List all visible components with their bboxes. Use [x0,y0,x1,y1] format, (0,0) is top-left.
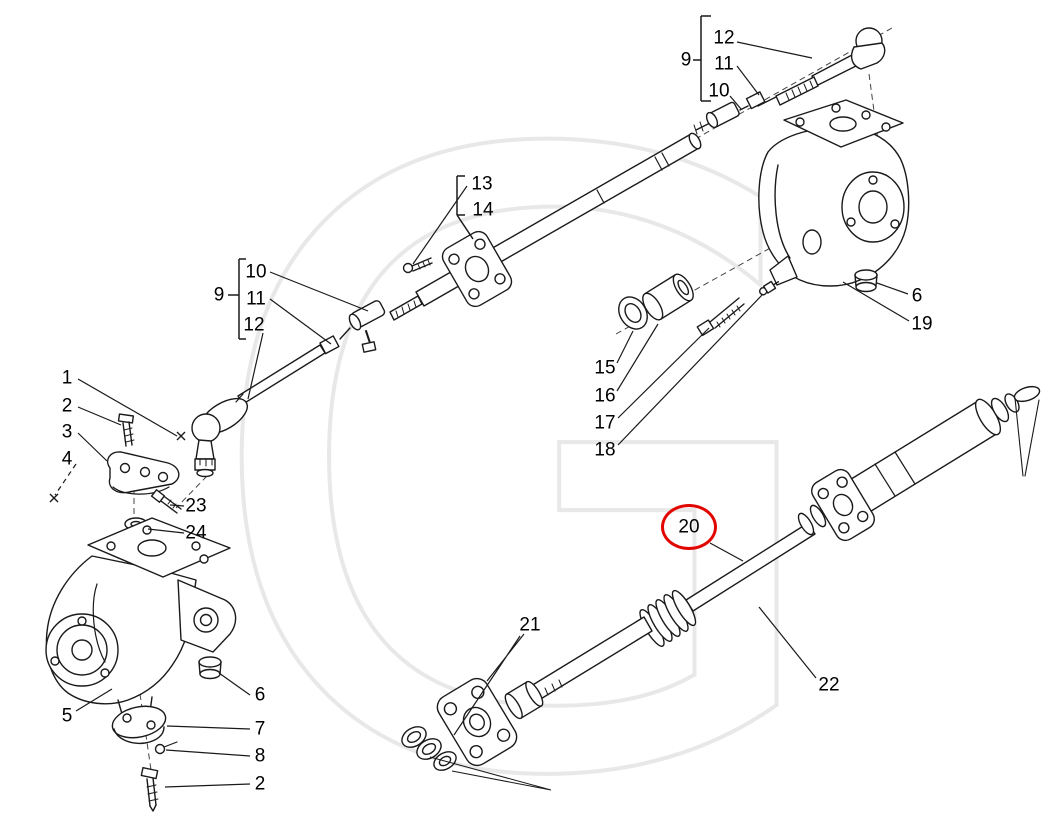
x-mark-4 [49,493,59,503]
bottom-cap-parts [111,705,178,812]
part-label-21: 21 [519,614,541,636]
leader-lines [49,15,910,791]
nut-left [198,656,222,680]
steering-arm-assembly [106,413,180,495]
x-mark-1 [176,431,186,441]
part-label-18: 18 [594,439,616,461]
part-label-14: 14 [472,199,494,221]
part-label-1: 1 [61,367,73,389]
part-label-4: 4 [61,448,73,470]
part-label-23: 23 [185,495,207,517]
part-label-6-bottom: 6 [254,684,266,706]
part-label-16: 16 [594,385,616,407]
knuckle-housing-right [758,99,910,287]
bracket-top-9 [693,15,711,102]
knuckle-housing-left [45,517,237,715]
part-label-20-highlighted: 20 [678,516,700,538]
part-label-17: 17 [594,412,616,434]
part-label-10-top: 10 [708,80,730,102]
part-label-9-left: 9 [213,284,225,306]
part-label-9-top: 9 [680,49,692,71]
tie-rod-left-parts [191,300,386,478]
part-label-6-right: 6 [911,285,923,307]
part-label-8: 8 [254,745,266,767]
bracket-13-14 [456,175,474,240]
bracket-left-9 [228,258,246,340]
part-label-19: 19 [911,313,933,335]
bushing-parts [618,273,780,337]
part-label-11-left: 11 [246,288,266,310]
flange-plate-top [402,230,513,308]
part-label-15: 15 [594,357,616,379]
part-label-5: 5 [61,705,73,727]
part-label-22: 22 [818,674,840,696]
part-label-13: 13 [471,173,493,195]
part-label-2-upper: 2 [61,395,73,417]
nut-right [854,269,878,293]
part-label-10-left: 10 [245,261,267,283]
tie-rod-end-top [693,27,886,135]
part-label-24: 24 [185,522,207,544]
part-label-2-bottom: 2 [254,773,266,795]
part-label-7: 7 [254,718,266,740]
highlight-circle-20 [661,504,717,550]
part-label-12-top: 12 [713,27,735,49]
part-label-12-left: 12 [243,314,265,336]
machine-parts [45,27,1041,812]
part-label-3: 3 [61,421,73,443]
steering-cylinder [401,385,1041,771]
part-label-11-top: 11 [714,53,734,75]
